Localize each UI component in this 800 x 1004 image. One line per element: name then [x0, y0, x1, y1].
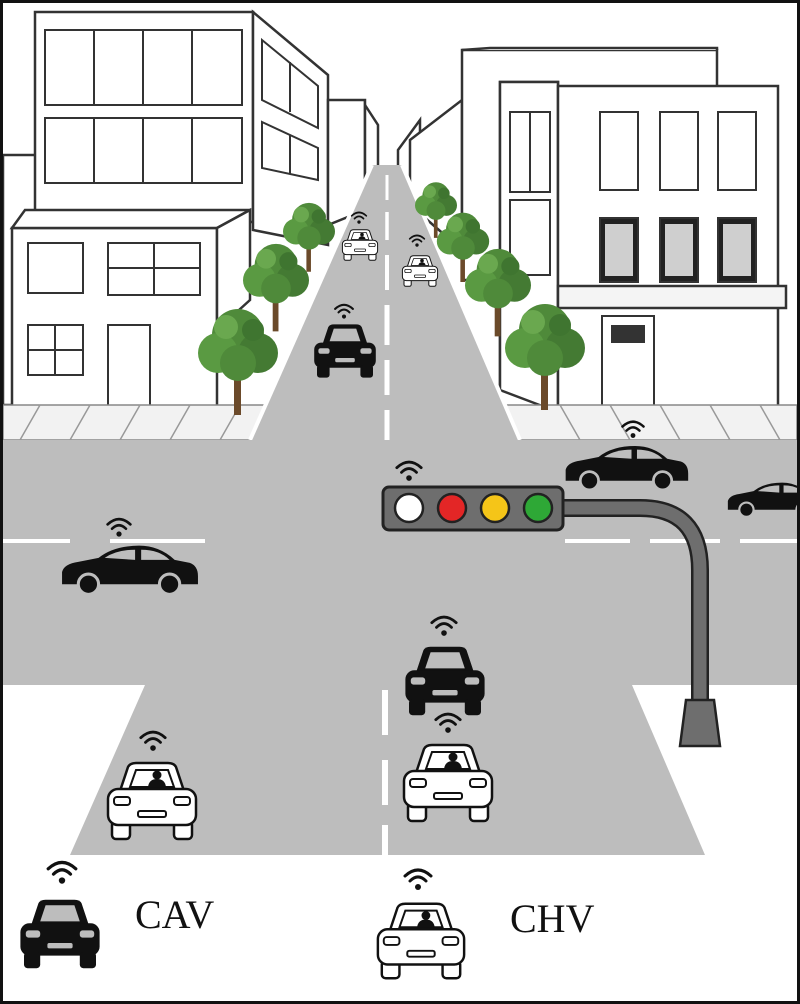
traffic-light [381, 460, 722, 748]
lane-markings [3, 175, 797, 855]
lamp-green [522, 492, 554, 524]
signal-housing [381, 485, 565, 532]
buildings-right [396, 46, 788, 414]
lamp-red [436, 492, 468, 524]
signal-pole-base [678, 698, 722, 748]
cav-legend-label: CAV [135, 892, 214, 937]
sidewalks [2, 404, 798, 441]
lamp-white [393, 492, 425, 524]
legend: CAV CHV [20, 860, 595, 980]
chv-legend-label: CHV [510, 896, 595, 941]
lamp-yellow [479, 492, 511, 524]
buildings-left [1, 9, 380, 408]
